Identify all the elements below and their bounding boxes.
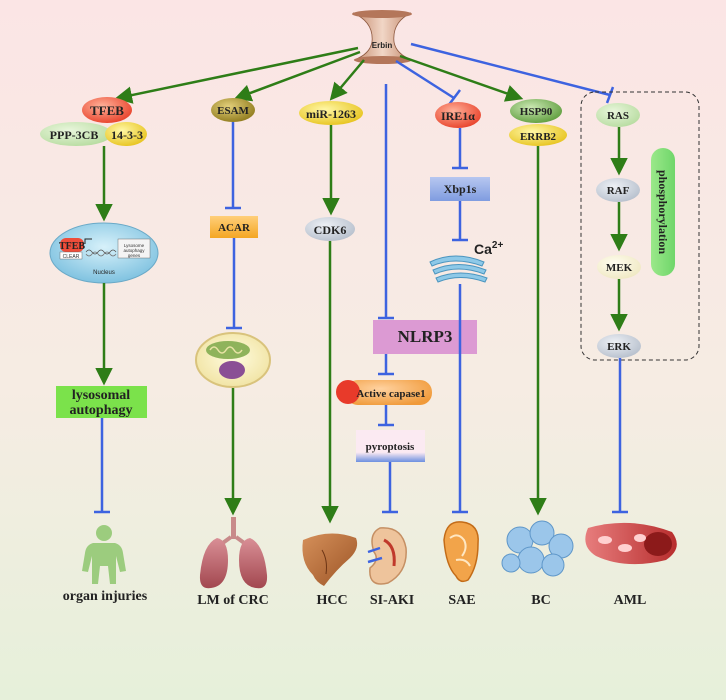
14-3-3-label: 14-3-3 — [111, 128, 143, 142]
tfeb-node — [82, 97, 132, 123]
outcome-aml: AML — [614, 593, 647, 608]
phosphorylation-label: phosphorylation — [656, 170, 670, 254]
outcome-sae: SAE — [448, 593, 475, 608]
phosphorylation-bar — [651, 148, 675, 276]
erk-node — [597, 334, 641, 358]
nucleus-clear-label: CLEAR — [63, 254, 80, 260]
errb2-label: ERRB2 — [520, 131, 557, 143]
arrow-erbin-esam — [233, 50, 361, 102]
cancer-cells-icon — [501, 520, 574, 577]
xbp1s-label: Xbp1s — [444, 182, 477, 196]
ppp3cb-label: PPP-3CB — [50, 128, 99, 142]
erbin-branches — [114, 42, 615, 320]
tfeb-label: TFEB — [90, 103, 124, 118]
liver-icon — [302, 533, 358, 586]
brain-icon — [443, 521, 479, 583]
lungs-icon — [199, 517, 268, 589]
ire-column: IRE1α Xbp1s Ca2+ — [429, 102, 503, 583]
arrow-erbin-tfeb — [114, 46, 359, 104]
mir-column: miR-1263 CDK6 — [299, 101, 363, 586]
inhibit-erbin-ras — [410, 42, 611, 97]
raf-label: RAF — [607, 185, 630, 197]
esam-node — [211, 98, 255, 122]
ras-label: RAS — [607, 110, 629, 122]
arrow-erbin-mir — [329, 59, 365, 101]
pyroptosis-label: pyroptosis — [366, 441, 415, 453]
ppp3cb-node — [40, 122, 112, 146]
mapk-dashed-box — [580, 91, 700, 361]
nucleus-tfeb-label: TFEB — [59, 241, 85, 252]
calcium-label: Ca2+ — [474, 240, 503, 257]
outcome-bc: BC — [531, 593, 550, 608]
inhibit-erbin-ire — [395, 59, 455, 100]
inhibit-erbin-ras-bar — [605, 86, 615, 104]
cdk6-label: CDK6 — [314, 223, 347, 237]
acar-box — [210, 216, 258, 238]
raf-node — [596, 178, 640, 202]
mir-1263-node — [299, 101, 363, 125]
ras-node — [596, 103, 640, 127]
hsp90-node — [510, 99, 562, 123]
active-caspase1-box — [346, 380, 432, 405]
nucleus-label: Nucleus — [93, 270, 115, 276]
ire1a-node — [435, 102, 481, 128]
pyroptosis-box — [356, 430, 425, 462]
human-body-icon — [82, 525, 126, 584]
arrow-erbin-hsp — [399, 54, 524, 102]
ire1a-label: IRE1α — [441, 109, 475, 123]
kidney-icon — [367, 527, 407, 585]
erbin-node: Erbin — [352, 10, 413, 64]
esam-label: ESAM — [217, 105, 249, 117]
14-3-3-node — [105, 122, 147, 146]
erbin-label: Erbin — [372, 41, 393, 50]
mek-label: MEK — [606, 262, 633, 274]
hsp90-label: HSP90 — [520, 106, 553, 118]
blood-vessel-icon — [585, 522, 677, 565]
acar-label: ACAR — [218, 222, 251, 234]
mir-1263-label: miR-1263 — [306, 107, 356, 121]
outcome-si-aki: SI-AKI — [370, 593, 414, 608]
hsp-column: HSP90 ERRB2 — [501, 99, 574, 577]
nlrp3-label: NLRP3 — [398, 327, 453, 346]
cell-illustration — [195, 332, 271, 388]
outcome-hcc: HCC — [316, 593, 347, 608]
endoplasmic-reticulum-icon — [429, 255, 488, 283]
lysosomal-autophagy-box — [56, 386, 147, 418]
esam-column: ESAM ACAR — [195, 98, 271, 589]
outcome-lm-of-crc: LM of CRC — [197, 593, 269, 608]
cdk6-node — [305, 217, 355, 241]
erk-label: ERK — [607, 341, 631, 353]
ras-column: RAS RAF MEK ERK phosphorylation — [580, 91, 700, 565]
xbp1s-box — [430, 177, 490, 201]
active-caspase1-label: Active capase1 — [356, 388, 425, 400]
outcome-organ-injuries: organ injuries — [63, 589, 148, 604]
mek-node — [597, 255, 641, 279]
errb2-node — [509, 124, 567, 146]
